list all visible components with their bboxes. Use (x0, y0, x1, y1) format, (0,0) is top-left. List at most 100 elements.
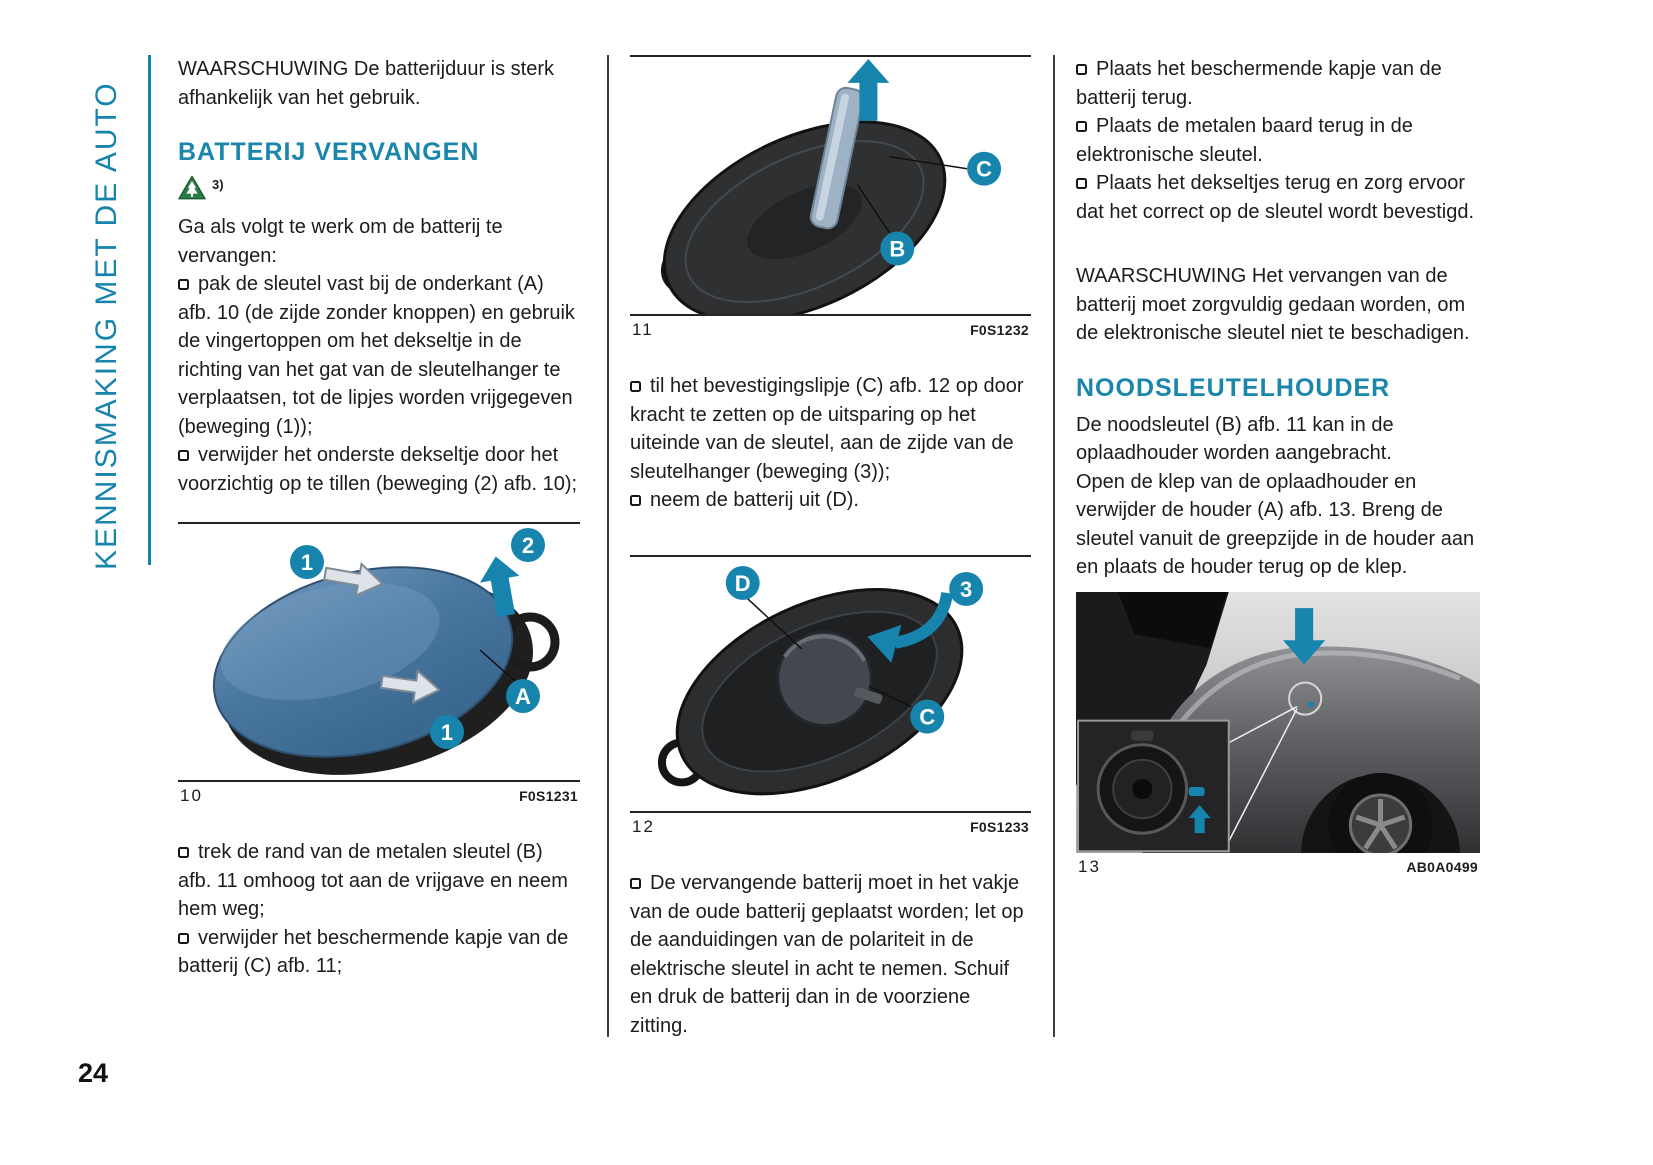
callout-3-label: 3 (960, 577, 972, 602)
callout-1b (430, 715, 464, 749)
square-bullet-icon (178, 279, 189, 290)
figure-13-caption: 13 AB0A0499 (1076, 853, 1480, 877)
square-bullet-icon (1076, 121, 1087, 132)
list-item: verwijder het beschermende kapje van de … (178, 924, 580, 981)
square-bullet-icon (630, 878, 641, 890)
figure-10-illustration: 1 2 A 1 (178, 522, 580, 782)
figure-10-caption: 10 F0S1231 (178, 782, 580, 806)
list-item-text: verwijder het beschermende kapje van de … (178, 926, 569, 978)
list-item-text: verwijder het onderste dekseltje door he… (178, 444, 578, 495)
eco-note: 3) (178, 175, 580, 203)
direction-arrow-icon (323, 561, 385, 598)
key-fob-blade-illustration: C B (660, 58, 1002, 315)
section-title-rule (148, 55, 151, 565)
square-bullet-icon (178, 847, 189, 858)
metal-key-blade (809, 86, 864, 230)
charge-flap (1288, 680, 1323, 716)
direction-arrow-icon (379, 668, 441, 705)
square-bullet-icon (630, 381, 641, 393)
curved-arrow-head (867, 624, 902, 663)
callout-1-label: 1 (301, 550, 313, 575)
list-item: neem de batterij uit (D). (630, 486, 1031, 515)
list-item-text: De vervangende batterij moet in het vakj… (630, 872, 1024, 1037)
figure-12: D 3 C 12 F0S1233 (630, 554, 1031, 837)
callout-3 (949, 571, 984, 606)
square-bullet-icon (1076, 64, 1087, 75)
callout-A-label: A (515, 684, 531, 709)
curved-arrow-icon (894, 591, 954, 649)
callout-D (725, 565, 760, 600)
list-item-text: Plaats de metalen baard terug in de elek… (1076, 115, 1413, 166)
callout-2 (511, 528, 545, 562)
page-number: 24 (78, 1058, 109, 1088)
callout-B-label: B (889, 236, 905, 261)
callout-2-label: 2 (522, 533, 534, 558)
section-heading-batterij: BATTERIJ VERVANGEN (178, 138, 480, 166)
list-item-text: trek de rand van de metalen sleutel (B) … (178, 841, 568, 920)
paragraph: De noodsleutel (B) afb. 11 kan in de opl… (1076, 413, 1394, 465)
column-2: C B 11 F0S1232 til het bevestigingslipje… (630, 55, 1031, 1040)
figure-code: AB0A0499 (1406, 858, 1478, 875)
callout-B (880, 231, 915, 266)
square-bullet-icon (178, 932, 189, 944)
figure-number: 11 (632, 320, 654, 340)
note-reference: 3) (212, 177, 224, 192)
callout-D-label: D (735, 571, 751, 596)
figure-number: 10 (180, 786, 203, 805)
figure-13-photo (1076, 591, 1480, 853)
section-heading-noodsleutel: NOODSLEUTELHOUDER (1076, 373, 1391, 402)
figure-number: 12 (632, 817, 655, 837)
key-fob-cover-illustration: 1 2 A 1 (212, 528, 560, 775)
figure-number: 13 (1078, 856, 1101, 876)
list-item: Plaats het beschermende kapje van de bat… (1076, 55, 1480, 112)
figure-code: F0S1232 (970, 322, 1029, 339)
warning-text: WAARSCHUWING Het vervangen van de batter… (1076, 265, 1470, 344)
list-item-text: til het bevestigingslipje (C) afb. 12 op… (630, 375, 1024, 483)
intro-text: Ga als volgt te werk om de batterij te v… (178, 216, 503, 267)
list-item: Plaats de metalen baard terug in de elek… (1076, 112, 1480, 169)
callout-A (506, 679, 540, 713)
callout-1b-label: 1 (441, 720, 453, 745)
list-item-text: pak de sleutel vast bij de onderkant (A)… (178, 273, 575, 438)
square-bullet-icon (178, 450, 189, 461)
list-item: De vervangende batterij moet in het vakj… (630, 869, 1031, 1040)
column-divider (1053, 55, 1055, 1037)
list-item-text: neem de batterij uit (D). (650, 489, 859, 512)
column-3: Plaats het beschermende kapje van de bat… (1076, 55, 1480, 877)
direction-arrow-icon (1188, 804, 1211, 833)
square-bullet-icon (1076, 178, 1087, 189)
callout-1 (290, 545, 324, 579)
callout-C-label: C (976, 157, 992, 182)
direction-arrow-icon (847, 58, 890, 121)
list-item: trek de rand van de metalen sleutel (B) … (178, 838, 580, 924)
callout-C (967, 151, 1002, 186)
figure-11-caption: 11 F0S1232 (630, 316, 1031, 340)
list-item-text: Plaats het dekseltjes terug en zorg ervo… (1076, 172, 1475, 223)
paragraph: Open de klep van de oplaadhouder en verw… (1076, 470, 1475, 579)
figure-11: C B 11 F0S1232 (630, 55, 1031, 340)
figure-code: F0S1231 (519, 788, 578, 804)
list-item: verwijder het onderste dekseltje door he… (178, 441, 580, 498)
direction-arrow-icon (479, 556, 520, 618)
warning-text: WAARSCHUWING De batterijduur is sterk af… (178, 58, 554, 109)
key-fob-battery-illustration: D 3 C (657, 565, 984, 796)
column-1: WAARSCHUWING De batterijduur is sterk af… (178, 55, 580, 981)
figure-12-illustration: D 3 C (630, 554, 1031, 814)
figure-12-caption: 12 F0S1233 (630, 813, 1031, 837)
figure-11-illustration: C B (630, 55, 1031, 317)
key-holder (1188, 786, 1205, 796)
car-charge-flap-photo (1076, 591, 1480, 853)
figure-10: 1 2 A 1 10 F0S1231 (178, 522, 580, 806)
list-item: til het bevestigingslipje (C) afb. 12 op… (630, 372, 1031, 486)
list-item-text: Plaats het beschermende kapje van de bat… (1076, 58, 1442, 109)
figure-13: 13 AB0A0499 (1076, 591, 1480, 877)
column-divider (607, 55, 609, 1037)
list-item: Plaats het dekseltjes terug en zorg ervo… (1076, 169, 1480, 226)
section-title-vertical: KENNISMAKING MET DE AUTO (90, 81, 123, 570)
callout-C2-label: C (919, 704, 935, 729)
tree-triangle-icon (178, 175, 206, 200)
direction-arrow-icon (1283, 607, 1326, 664)
battery (776, 630, 873, 727)
callout-C2 (910, 699, 945, 734)
list-item: pak de sleutel vast bij de onderkant (A)… (178, 270, 580, 441)
